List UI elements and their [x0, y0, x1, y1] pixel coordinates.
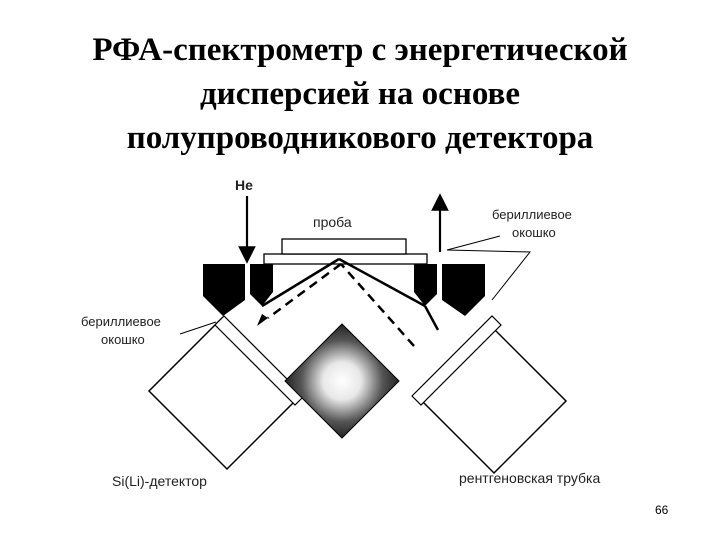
label-he: He [235, 177, 253, 193]
label-window-right-2: окошко [512, 225, 556, 240]
nozzle-right [414, 264, 437, 306]
slide-title: РФА-спектрометр с энергетической дисперс… [0, 28, 720, 160]
beam-outline-right [338, 257, 426, 308]
leader-window-right [446, 235, 532, 301]
detector-tube [147, 316, 302, 471]
label-window-left-1: бериллиевое [81, 314, 161, 329]
label-window-left-2: окошко [101, 332, 145, 347]
housing-left [203, 264, 245, 316]
label-xray-tube: рентгеновская трубка [459, 470, 600, 486]
page-number: 66 [655, 503, 669, 517]
beam-outline-tube [423, 305, 440, 331]
detector-crystal [284, 323, 400, 439]
leader-window-left [179, 321, 217, 335]
sample [281, 238, 407, 255]
title-line-1: РФА-спектрометр с энергетической [92, 32, 628, 68]
fluorescence-beam [267, 262, 342, 320]
label-detector: Si(Li)-детектор [112, 473, 207, 489]
nozzle-left [250, 264, 273, 306]
label-sample: проба [313, 214, 352, 230]
title-line-2: дисперсией на основе [199, 76, 520, 112]
xray-tube [415, 322, 568, 475]
label-window-right-1: бериллиевое [492, 207, 572, 222]
housing-right [442, 264, 485, 316]
primary-beam [340, 263, 415, 347]
title-line-3: полупроводникового детектора [126, 120, 594, 156]
beam-outline-left [261, 257, 340, 308]
fluorescence-arrow-icon [257, 314, 268, 326]
beryllium-window-tube [411, 315, 502, 406]
